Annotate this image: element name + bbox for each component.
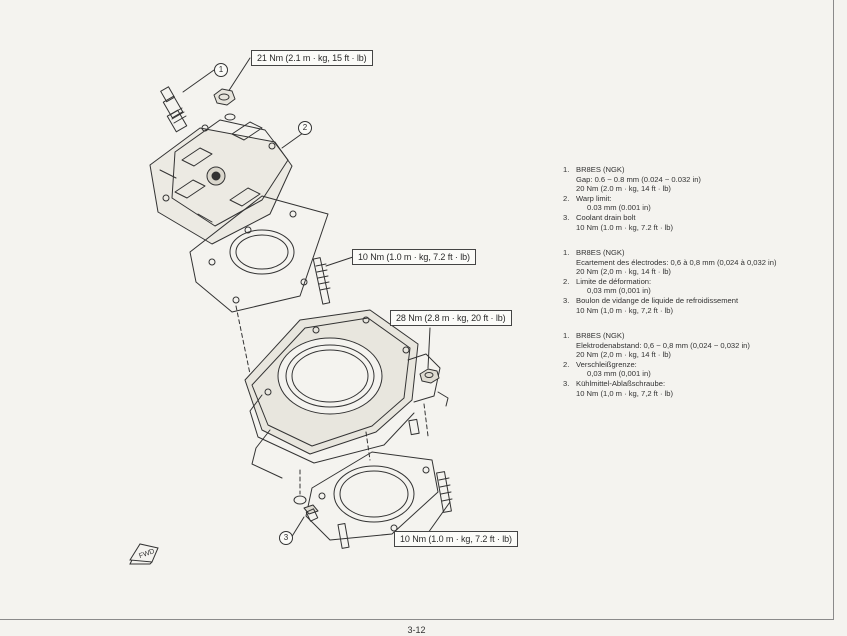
spec-de-1-gap: Elektrodenabstand: 0,6 ~ 0,8 mm (0,024 ~… bbox=[576, 340, 750, 350]
spec-fr-1-gap: Ecartement des électrodes: 0,6 à 0,8 mm … bbox=[576, 257, 777, 267]
spec-list-german: 1. BR8ES (NGK) Elektrodenabstand: 0,6 ~ 0… bbox=[563, 331, 750, 398]
page-frame bbox=[0, 0, 834, 620]
callout-2: 2 bbox=[298, 121, 312, 135]
spec-en-2-title: Warp limit: bbox=[576, 193, 612, 203]
spec-de-1-num: 1. bbox=[563, 331, 570, 340]
callout-1: 1 bbox=[214, 63, 228, 77]
spec-en-1-num: 1. bbox=[563, 165, 570, 174]
spec-en-2-value: 0.03 mm (0.001 in) bbox=[587, 203, 651, 213]
forward-arrow-icon: FWD bbox=[129, 543, 159, 565]
spec-fr-3-title: Boulon de vidange de liquide de refroidi… bbox=[576, 295, 739, 305]
spec-en-3-num: 3. bbox=[563, 212, 570, 222]
page-number: 3-12 bbox=[407, 625, 426, 635]
cap-nut bbox=[213, 88, 236, 121]
spec-en-3-torque: 10 Nm (1.0 m · kg, 7.2 ft · lb) bbox=[576, 222, 674, 232]
stud-upper bbox=[312, 257, 331, 305]
spec-de-2-title: Verschleißgrenze: bbox=[576, 359, 637, 369]
spec-en-1-gap: Gap: 0.6 ~ 0.8 mm (0.024 ~ 0.032 in) bbox=[576, 174, 701, 184]
torque-label-stud-upper: 10 Nm (1.0 m · kg, 7.2 ft · lb) bbox=[352, 249, 476, 265]
spec-fr-1-num: 1. bbox=[563, 248, 570, 257]
spec-en-1-title: BR8ES (NGK) bbox=[576, 165, 625, 174]
spec-list-french: 1. BR8ES (NGK) Ecartement des électrodes:… bbox=[563, 248, 777, 315]
spec-en-3-title: Coolant drain bolt bbox=[576, 212, 636, 222]
spec-fr-2-value: 0,03 mm (0,001 in) bbox=[587, 286, 651, 296]
torque-label-cylinder-nut: 28 Nm (2.8 m · kg, 20 ft · lb) bbox=[390, 310, 512, 326]
spec-list-english: 1. BR8ES (NGK) Gap: 0.6 ~ 0.8 mm (0.024 ~… bbox=[563, 165, 701, 232]
spec-en-2-num: 2. bbox=[563, 193, 570, 203]
spec-fr-1-title: BR8ES (NGK) bbox=[576, 248, 625, 257]
spec-de-2-num: 2. bbox=[563, 359, 570, 369]
cylinder-head bbox=[149, 119, 293, 245]
spec-fr-2-title: Limite de déformation: bbox=[576, 276, 652, 286]
head-gasket bbox=[189, 195, 329, 313]
base-gasket bbox=[305, 451, 439, 541]
drain-bolt bbox=[293, 495, 319, 522]
spec-fr-3-num: 3. bbox=[563, 295, 570, 305]
cylinder-nut bbox=[419, 368, 449, 407]
spec-de-3-title: Kühlmittel-Ablaßschraube: bbox=[576, 378, 666, 388]
spark-plug bbox=[160, 86, 188, 133]
stud-lower bbox=[436, 471, 453, 513]
torque-label-stud-lower: 10 Nm (1.0 m · kg, 7.2 ft · lb) bbox=[394, 531, 518, 547]
spec-en-1-torque: 20 Nm (2.0 m · kg, 14 ft · lb) bbox=[576, 184, 671, 194]
spec-de-3-num: 3. bbox=[563, 378, 570, 388]
spec-de-3-torque: 10 Nm (1,0 m · kg, 7,2 ft · lb) bbox=[576, 388, 674, 398]
spec-fr-2-num: 2. bbox=[563, 276, 570, 286]
cylinder bbox=[244, 309, 441, 479]
torque-label-spark-plug: 21 Nm (2.1 m · kg, 15 ft · lb) bbox=[251, 50, 373, 66]
callout-3: 3 bbox=[279, 531, 293, 545]
spec-fr-1-torque: 20 Nm (2,0 m · kg, 14 ft · lb) bbox=[576, 267, 671, 277]
spec-de-1-torque: 20 Nm (2,0 m · kg, 14 ft · lb) bbox=[576, 350, 671, 360]
spec-fr-3-torque: 10 Nm (1,0 m · kg, 7,2 ft · lb) bbox=[576, 305, 674, 315]
spec-de-2-value: 0,03 mm (0,001 in) bbox=[587, 369, 651, 379]
spec-de-1-title: BR8ES (NGK) bbox=[576, 331, 625, 340]
